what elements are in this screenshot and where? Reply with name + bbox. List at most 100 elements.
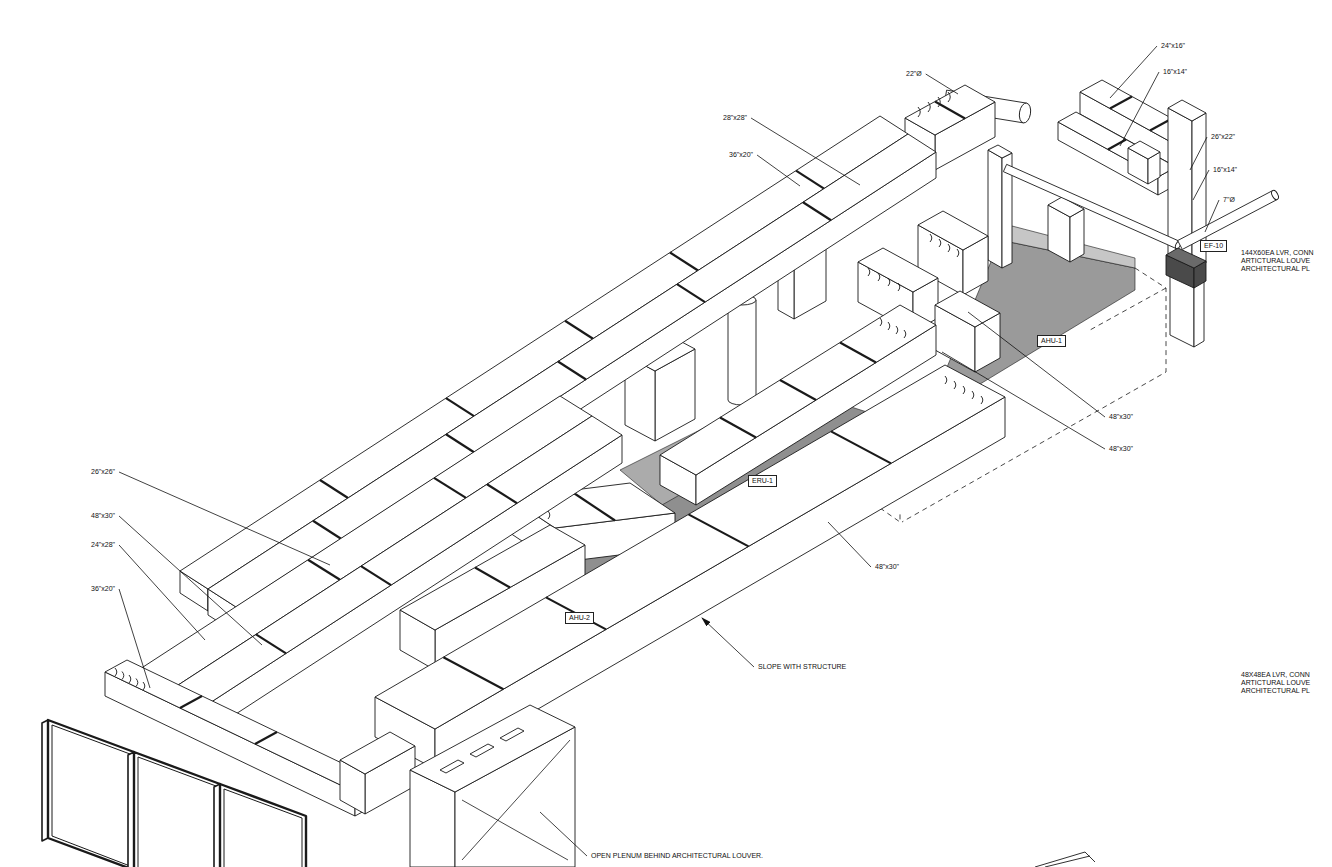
leader-line (1110, 46, 1157, 98)
turning-vane-marks (880, 318, 906, 338)
leader-line (1190, 137, 1207, 170)
louver-inner (224, 789, 302, 867)
dimension-label: 36"x20" (90, 585, 116, 593)
leader-line (926, 74, 958, 94)
round-duct-body (1178, 191, 1278, 250)
turning-vane (896, 326, 898, 334)
duct-joint (434, 478, 466, 498)
equipment-tag-text: EF-10 (1204, 242, 1223, 250)
turning-vane (957, 249, 959, 257)
plenum-hatch (462, 800, 568, 860)
duct-segment (935, 291, 1000, 372)
duct-joint (796, 171, 824, 189)
duct-joint (677, 284, 705, 302)
louver-inner (52, 725, 130, 866)
equipment-tag-text: AHU-2 (569, 614, 590, 622)
equipment-outline (1090, 288, 1166, 330)
leader-line (757, 155, 800, 186)
duct-segment (1166, 248, 1206, 288)
duct-top (1168, 100, 1206, 121)
equipment-tag: AHU-2 (565, 612, 594, 624)
duct-joint (255, 732, 277, 744)
duct-joint (180, 696, 202, 708)
turning-vane-marks (868, 268, 900, 291)
architectural-louver (42, 720, 134, 867)
turning-vane (972, 391, 974, 399)
round-duct (1003, 164, 1181, 249)
duct-top (918, 211, 988, 250)
leader-line (119, 472, 330, 565)
turning-vane-marks (918, 92, 950, 117)
architectural-louver (214, 784, 306, 867)
duct-joint (320, 480, 348, 498)
duct-joint (689, 514, 749, 546)
turning-vane (548, 511, 550, 519)
louver-note: 144X60EA LVR, CONN ARTICTURAL LOUVE ARCH… (1240, 249, 1330, 273)
duct-joint (546, 597, 606, 629)
plenum-slot (500, 728, 524, 741)
leader-line (119, 545, 205, 640)
duct-joint (446, 434, 474, 452)
turning-vane (954, 381, 956, 389)
louver-plenum (410, 705, 575, 867)
dimension-label: 22"Ø (905, 70, 923, 78)
plenum-top (410, 705, 575, 792)
duct-top (935, 291, 1000, 327)
leader-line (1120, 72, 1159, 146)
duct-top (905, 85, 995, 135)
duct-joint (308, 560, 340, 580)
dimension-label: OPEN PLENUM BEHIND ARCHITECTURAL LOUVER. (590, 852, 764, 860)
louver-frame (134, 752, 220, 867)
duct-segment (375, 365, 1005, 769)
duct-segment (340, 732, 415, 814)
round-duct (1178, 189, 1280, 249)
turning-vane (930, 234, 932, 242)
duct-joint (443, 657, 503, 689)
architectural-louver (128, 752, 220, 867)
turning-vane (129, 675, 131, 683)
turning-vane (981, 396, 983, 404)
turning-vane (928, 102, 930, 112)
dimension-label: 16"x14" (1212, 166, 1238, 174)
dimension-label: 24"x16" (1160, 42, 1186, 50)
plenum-slot (470, 744, 494, 757)
slope-note: SLOPE WITH STRUCTURE (757, 663, 847, 671)
turning-vane (939, 239, 941, 247)
dimension-label: 48"x30" (874, 563, 900, 571)
duct-top (988, 145, 1012, 158)
leader-line (1205, 200, 1219, 232)
duct-segment (1048, 197, 1084, 262)
equipment-outline (880, 508, 900, 522)
equipment-tag-text: ERU-1 (752, 477, 773, 485)
duct-joint (570, 491, 615, 521)
equipment-tag-text: AHU-1 (1041, 337, 1062, 345)
duct-side (988, 150, 1002, 268)
duct-joint (558, 362, 586, 380)
duct-joint (446, 398, 474, 416)
duct-top (858, 248, 938, 292)
round-duct-end (1018, 102, 1032, 124)
dimension-label: 48"x30" (1108, 413, 1134, 421)
leader-line (751, 118, 860, 185)
leader-line (942, 352, 1105, 449)
leader-line (119, 589, 150, 688)
louver-inner (138, 757, 216, 867)
leader-line (540, 812, 587, 856)
turning-vane (945, 376, 947, 384)
slope-arrow (702, 618, 754, 667)
equipment-tag: EF-10 (1200, 240, 1227, 252)
louver-frame (48, 720, 134, 867)
plenum-slot (440, 760, 464, 773)
turning-vane (948, 92, 950, 102)
duct-joint (1108, 140, 1126, 150)
duct-joint (475, 568, 510, 588)
leader-line (1193, 170, 1209, 200)
equipment-tag: ERU-1 (748, 475, 777, 487)
duct-joint (831, 431, 891, 463)
duct-joint (361, 566, 391, 585)
louver-note: 48X48EA LVR, CONN ARTICTURAL LOUVE ARCHI… (1240, 671, 1330, 695)
turning-vane (122, 672, 124, 680)
